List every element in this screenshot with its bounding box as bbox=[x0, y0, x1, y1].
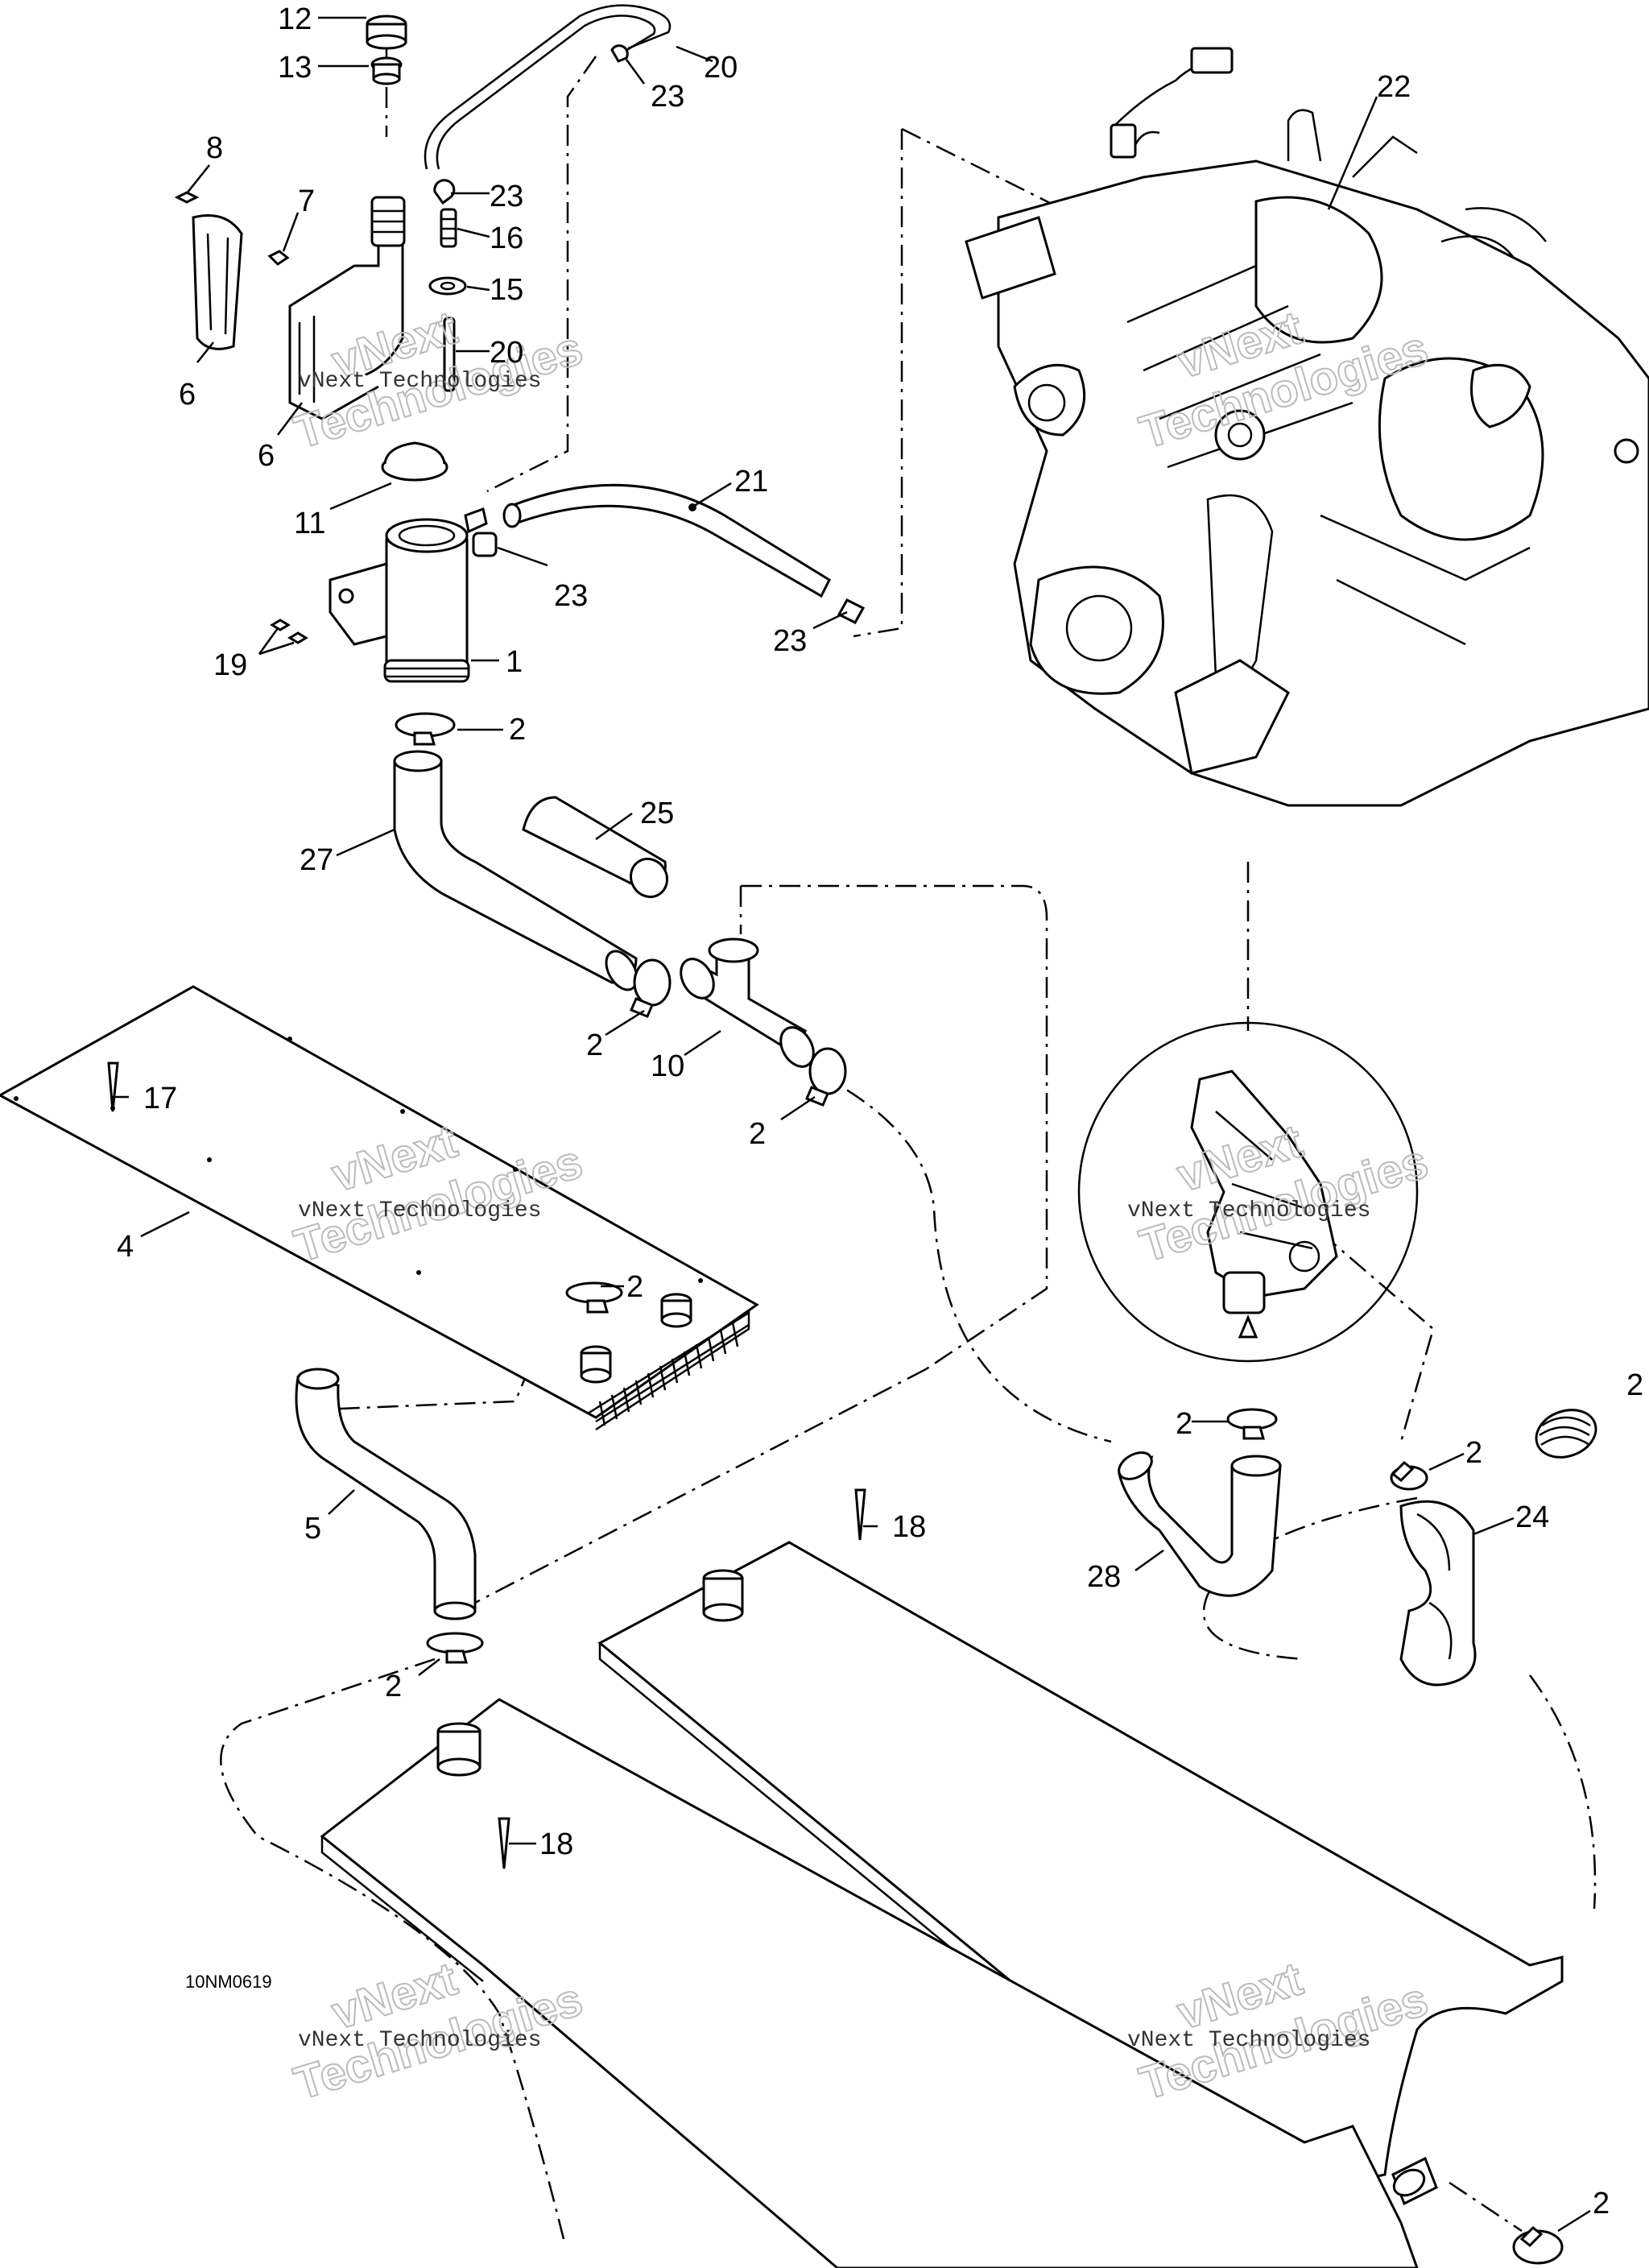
rivet-16 bbox=[107, 1062, 119, 1112]
callout-2-f: 2 bbox=[1176, 1407, 1192, 1441]
callout-5: 5 bbox=[304, 1512, 321, 1546]
tube-19-short bbox=[443, 317, 456, 392]
panel-4-fins bbox=[598, 1322, 739, 1426]
fitting-22-right bbox=[837, 598, 866, 624]
engine-21 bbox=[965, 47, 1649, 807]
callout-2-g: 2 bbox=[1465, 1436, 1482, 1470]
strap-6 bbox=[192, 214, 243, 350]
callout-27: 27 bbox=[300, 843, 333, 877]
bolt-18a bbox=[270, 619, 291, 631]
spring-2 bbox=[1535, 1409, 1597, 1459]
callout-8: 7 bbox=[298, 184, 315, 218]
callout-22-right: 23 bbox=[773, 624, 807, 658]
callout-1: 1 bbox=[506, 645, 523, 679]
callout-22-left: 23 bbox=[554, 579, 588, 613]
callout-13: 13 bbox=[278, 51, 312, 85]
cap-11 bbox=[381, 441, 448, 482]
callout-21: 22 bbox=[1377, 70, 1411, 104]
callout-25: 24 bbox=[1515, 1500, 1549, 1534]
callout-15: 16 bbox=[490, 221, 523, 255]
clamp-2-b bbox=[630, 958, 672, 1018]
svg-text:vNext Technologies: vNext Technologies bbox=[298, 1198, 541, 1223]
callout-14: 15 bbox=[490, 273, 523, 307]
vent-hose-19 bbox=[424, 4, 672, 392]
callout-9: 8 bbox=[206, 131, 223, 165]
callout-19: 20 bbox=[490, 336, 523, 370]
rivet-17-upper bbox=[854, 1488, 866, 1541]
tee-10 bbox=[680, 937, 815, 1068]
hose-5 bbox=[295, 1368, 477, 1620]
callout-2-c: 2 bbox=[749, 1117, 766, 1151]
callout-6: 6 bbox=[179, 378, 196, 412]
hose-25 bbox=[1399, 1500, 1477, 1687]
callout-2-e: 2 bbox=[385, 1670, 402, 1703]
callout-23-top: 23 bbox=[651, 80, 684, 114]
housing-1 bbox=[383, 507, 488, 683]
callout-18: 19 bbox=[213, 648, 247, 682]
callout-10: 10 bbox=[651, 1049, 684, 1083]
panel-17-lower-inlet bbox=[436, 1722, 481, 1777]
callout-24: 25 bbox=[640, 797, 674, 830]
callout-2-h: 2 bbox=[1593, 2187, 1610, 2220]
callout-2-d: 2 bbox=[626, 1270, 643, 1304]
clamp-2-h bbox=[1512, 2225, 1564, 2265]
callout-16: 17 bbox=[143, 1082, 177, 1115]
bracket-18 bbox=[329, 562, 388, 646]
callout-2-b: 2 bbox=[586, 1028, 603, 1062]
hose-20 bbox=[502, 483, 866, 624]
clamp-2-g bbox=[1390, 1460, 1428, 1491]
screw-9 bbox=[174, 191, 200, 204]
clamp-2-f bbox=[1226, 1408, 1278, 1440]
expansion-tank-7 bbox=[288, 196, 406, 420]
callout-7: 6 bbox=[258, 439, 275, 473]
clamp-2-d bbox=[565, 1281, 623, 1314]
svg-text:vNext Technologies: vNext Technologies bbox=[1127, 2028, 1370, 2053]
drawing-code: 10NM0619 bbox=[185, 1972, 272, 1992]
hose-28 bbox=[1118, 1451, 1282, 1597]
detail-circle bbox=[1077, 1021, 1419, 1363]
callout-28: 28 bbox=[1087, 1560, 1121, 1594]
radiator-panel-lower-17 bbox=[320, 1698, 1438, 2268]
callout-11: 11 bbox=[294, 507, 325, 540]
callout-2-a: 2 bbox=[509, 713, 526, 747]
fitting-22-left bbox=[472, 532, 498, 557]
callout-17-lower: 18 bbox=[539, 1827, 573, 1861]
cap-12 bbox=[366, 14, 407, 50]
radiator-panel-4 bbox=[0, 985, 759, 1431]
clamp-2-e bbox=[426, 1632, 484, 1664]
callout-17-upper: 18 bbox=[892, 1510, 926, 1544]
thermostat-housing-assembly bbox=[270, 441, 498, 683]
svg-text:vNext Technologies: vNext Technologies bbox=[298, 369, 541, 394]
callout-leaders bbox=[113, 16, 1591, 2233]
callout-23: 23 bbox=[490, 180, 523, 213]
clamp-23-top bbox=[610, 44, 629, 63]
seal-13 bbox=[370, 56, 403, 85]
assembly-paths bbox=[220, 48, 1597, 2240]
clamp-2-a bbox=[395, 712, 456, 746]
washer-14 bbox=[428, 276, 467, 296]
callout-12: 12 bbox=[278, 2, 312, 36]
screw-8 bbox=[267, 250, 290, 266]
callout-4: 4 bbox=[117, 1230, 134, 1264]
panel-4-inlet-a bbox=[580, 1345, 612, 1384]
panel-4-inlet-b bbox=[660, 1293, 692, 1328]
callout-2-spring: 2 bbox=[1626, 1368, 1643, 1402]
hose-27 bbox=[393, 750, 639, 991]
svg-text:vNext Technologies: vNext Technologies bbox=[1127, 1198, 1370, 1223]
rivet-17-lower bbox=[498, 1817, 510, 1869]
clamp-23 bbox=[433, 179, 456, 205]
callout-labels: 12 13 20 23 8 7 23 16 15 20 6 6 22 11 21… bbox=[117, 2, 1643, 2220]
svg-text:vNext Technologies: vNext Technologies bbox=[298, 2028, 541, 2053]
panel-17-inlet bbox=[702, 1569, 744, 1622]
bolt-18b bbox=[287, 631, 308, 644]
clamp-2-c bbox=[805, 1047, 847, 1107]
callout-20: 21 bbox=[734, 465, 768, 499]
expansion-tank-assembly bbox=[174, 14, 407, 420]
panel-17-outlet bbox=[1391, 2156, 1438, 2206]
fitting-15 bbox=[440, 208, 457, 248]
callout-19-top: 20 bbox=[704, 51, 738, 85]
